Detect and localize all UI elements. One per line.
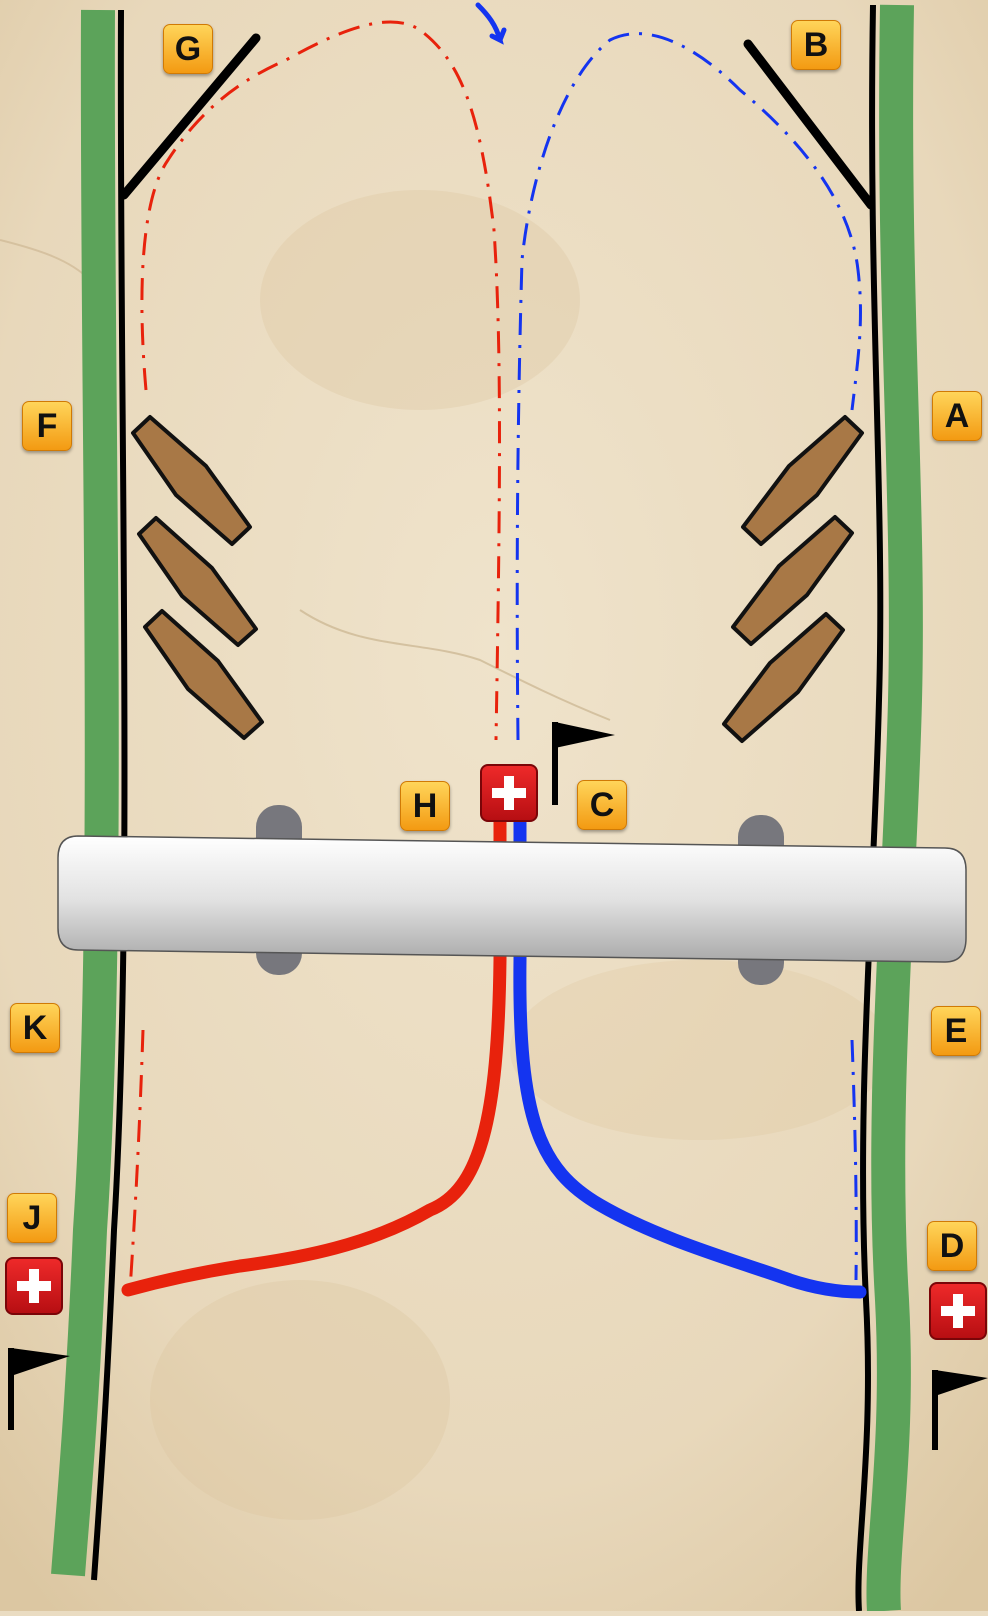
marker-j: J bbox=[7, 1193, 57, 1243]
paper-stain bbox=[510, 960, 890, 1140]
first-aid-icon bbox=[481, 765, 537, 821]
marker-g: G bbox=[163, 24, 213, 74]
paper-stain bbox=[260, 190, 580, 410]
marker-a: A bbox=[932, 391, 982, 441]
paper-stain bbox=[150, 1280, 450, 1520]
first-aid-icon bbox=[6, 1258, 62, 1314]
first-aid-icon bbox=[930, 1283, 986, 1339]
right-bank-grass bbox=[883, 5, 905, 1611]
marker-c: C bbox=[577, 780, 627, 830]
marker-d: D bbox=[927, 1221, 977, 1271]
marker-f: F bbox=[22, 401, 72, 451]
marker-h: H bbox=[400, 781, 450, 831]
marker-b: B bbox=[791, 20, 841, 70]
marker-k: K bbox=[10, 1003, 60, 1053]
marker-e: E bbox=[931, 1006, 981, 1056]
